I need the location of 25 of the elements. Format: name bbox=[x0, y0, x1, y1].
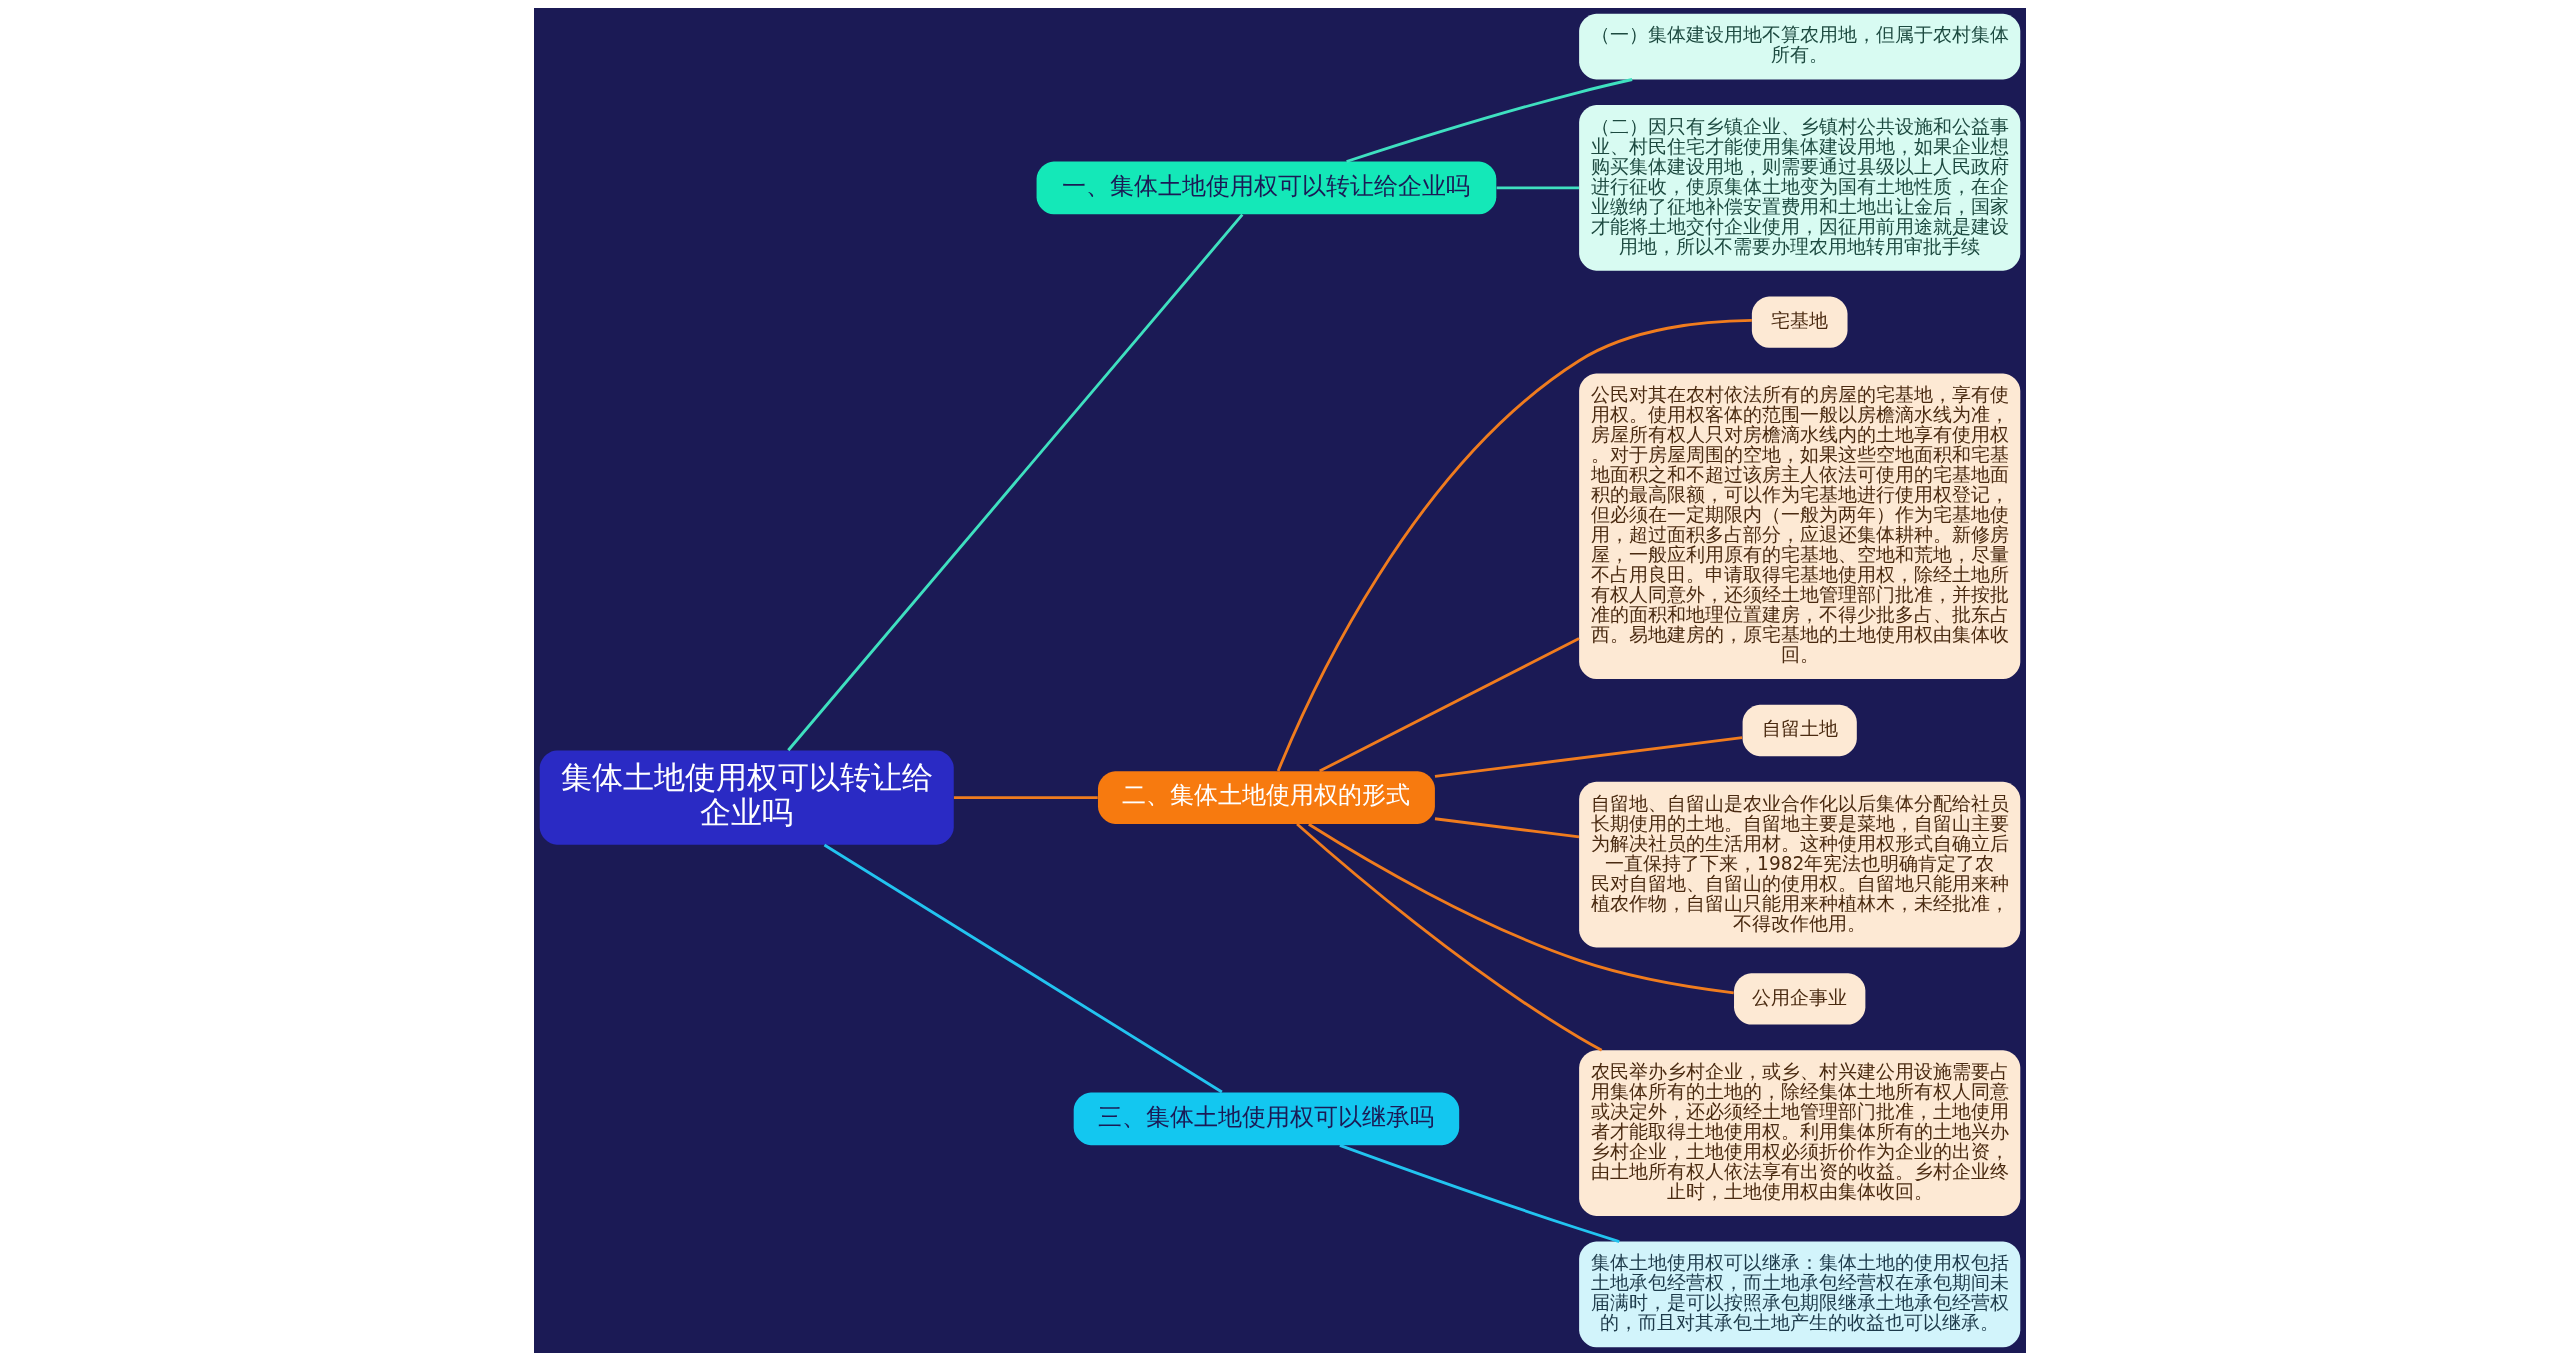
connector bbox=[953, 796, 1098, 799]
connector bbox=[1346, 78, 1633, 163]
node-box: 集体土地使用权可以继承：集体土地的使用权包括土地承包经营权，而土地承包经营权在承包期间未届满时，是可以按照承包期限继承土地承包经营权的，而且对其承包土地产生的收益也可以继承。 bbox=[1579, 1241, 2021, 1348]
connector bbox=[823, 843, 1223, 1094]
connector bbox=[1434, 736, 1743, 778]
connector bbox=[1319, 637, 1580, 773]
connector bbox=[1339, 1144, 1620, 1243]
node-box: 农民举办乡村企业，或乡、村兴建公用设施需要占用集体所有的土地的，除经集体土地所有权人同意或决定外，还必须经土地管理部门批准，土地使用者才能取得土地使用权。利用集体所有的土地兴办乡村企业，土地使用权必须折价作为企业的出资，由土地所有权人依法享有出资的收益。乡村企业终止时，土地使用权由集体收回。 bbox=[1579, 1050, 2021, 1216]
node-box: 公民对其在农村依法所有的房屋的宅基地，享有使用权。使用权客体的范围一般以房檐滴水线为准，房屋所有权人只对房檐滴水线内的土地享有使用权。对于房屋周围的空地，如果这些空地面积和宅基地面积之和不超过该房主人依法可使用的宅基地面积的最高限额，可以作为宅基地进行使用权登记，但必须在一定期限内（一般为两年）作为宅基地使用，超过面积多占部分，应退还集体耕种。新修房屋，一般应利用原有的宅基地、空地和荒地，尽量不占用良田。申请取得宅基地使用权，除经土地所有权人同意外，还须经土地管理部门批准，并按批准的面积和地理位置建房，不得少批多占、批东占西。易地建房的，原宅基地的土地使用权由集体收回。 bbox=[1579, 373, 2021, 680]
node-box: 公用企事业 bbox=[1734, 973, 1866, 1025]
node-box: 三、集体土地使用权可以继承吗 bbox=[1073, 1092, 1460, 1146]
node-box: 一、集体土地使用权可以转让给企业吗 bbox=[1036, 161, 1497, 215]
node-box: 自留土地 bbox=[1742, 704, 1857, 757]
node-box: （二）因只有乡镇企业、乡镇村公共设施和公益事业、村民住宅才能使用集体建设用地，如果企业想购买集体建设用地，则需要通过县级以上人民政府进行征收，使原集体土地变为国有土地性质，在企业缴纳了征地补偿安置费用和土地出让金后，国家才能将土地交付企业使用，因征用前用途就是建设用地，所以不需要办理农用地转用审批手续 bbox=[1579, 105, 2021, 271]
node-box: 自留地、自留山是农业合作化以后集体分配给社员长期使用的土地。自留地主要是菜地，自留山主要为解决社员的生活用材。这种使用权形式自确立后一直保持了下来，1982年宪法也明确肯定了农民对自留地、自留山的使用权。自留地只能用来种植农作物，自留山只能用来种植林木，未经批准，不得改作他用。 bbox=[1579, 781, 2021, 948]
node-box: 集体土地使用权可以转让给企业吗 bbox=[539, 750, 954, 845]
node-box: 宅基地 bbox=[1751, 296, 1848, 348]
node-box: （一）集体建设用地不算农用地，但属于农村集体所有。 bbox=[1579, 13, 2021, 80]
connector bbox=[1434, 817, 1580, 839]
connector bbox=[1296, 822, 1603, 1052]
connector bbox=[1276, 319, 1752, 772]
connector bbox=[1308, 823, 1734, 995]
connector bbox=[1496, 186, 1580, 190]
node-box: 二、集体土地使用权的形式 bbox=[1097, 771, 1435, 824]
connector bbox=[787, 213, 1244, 752]
